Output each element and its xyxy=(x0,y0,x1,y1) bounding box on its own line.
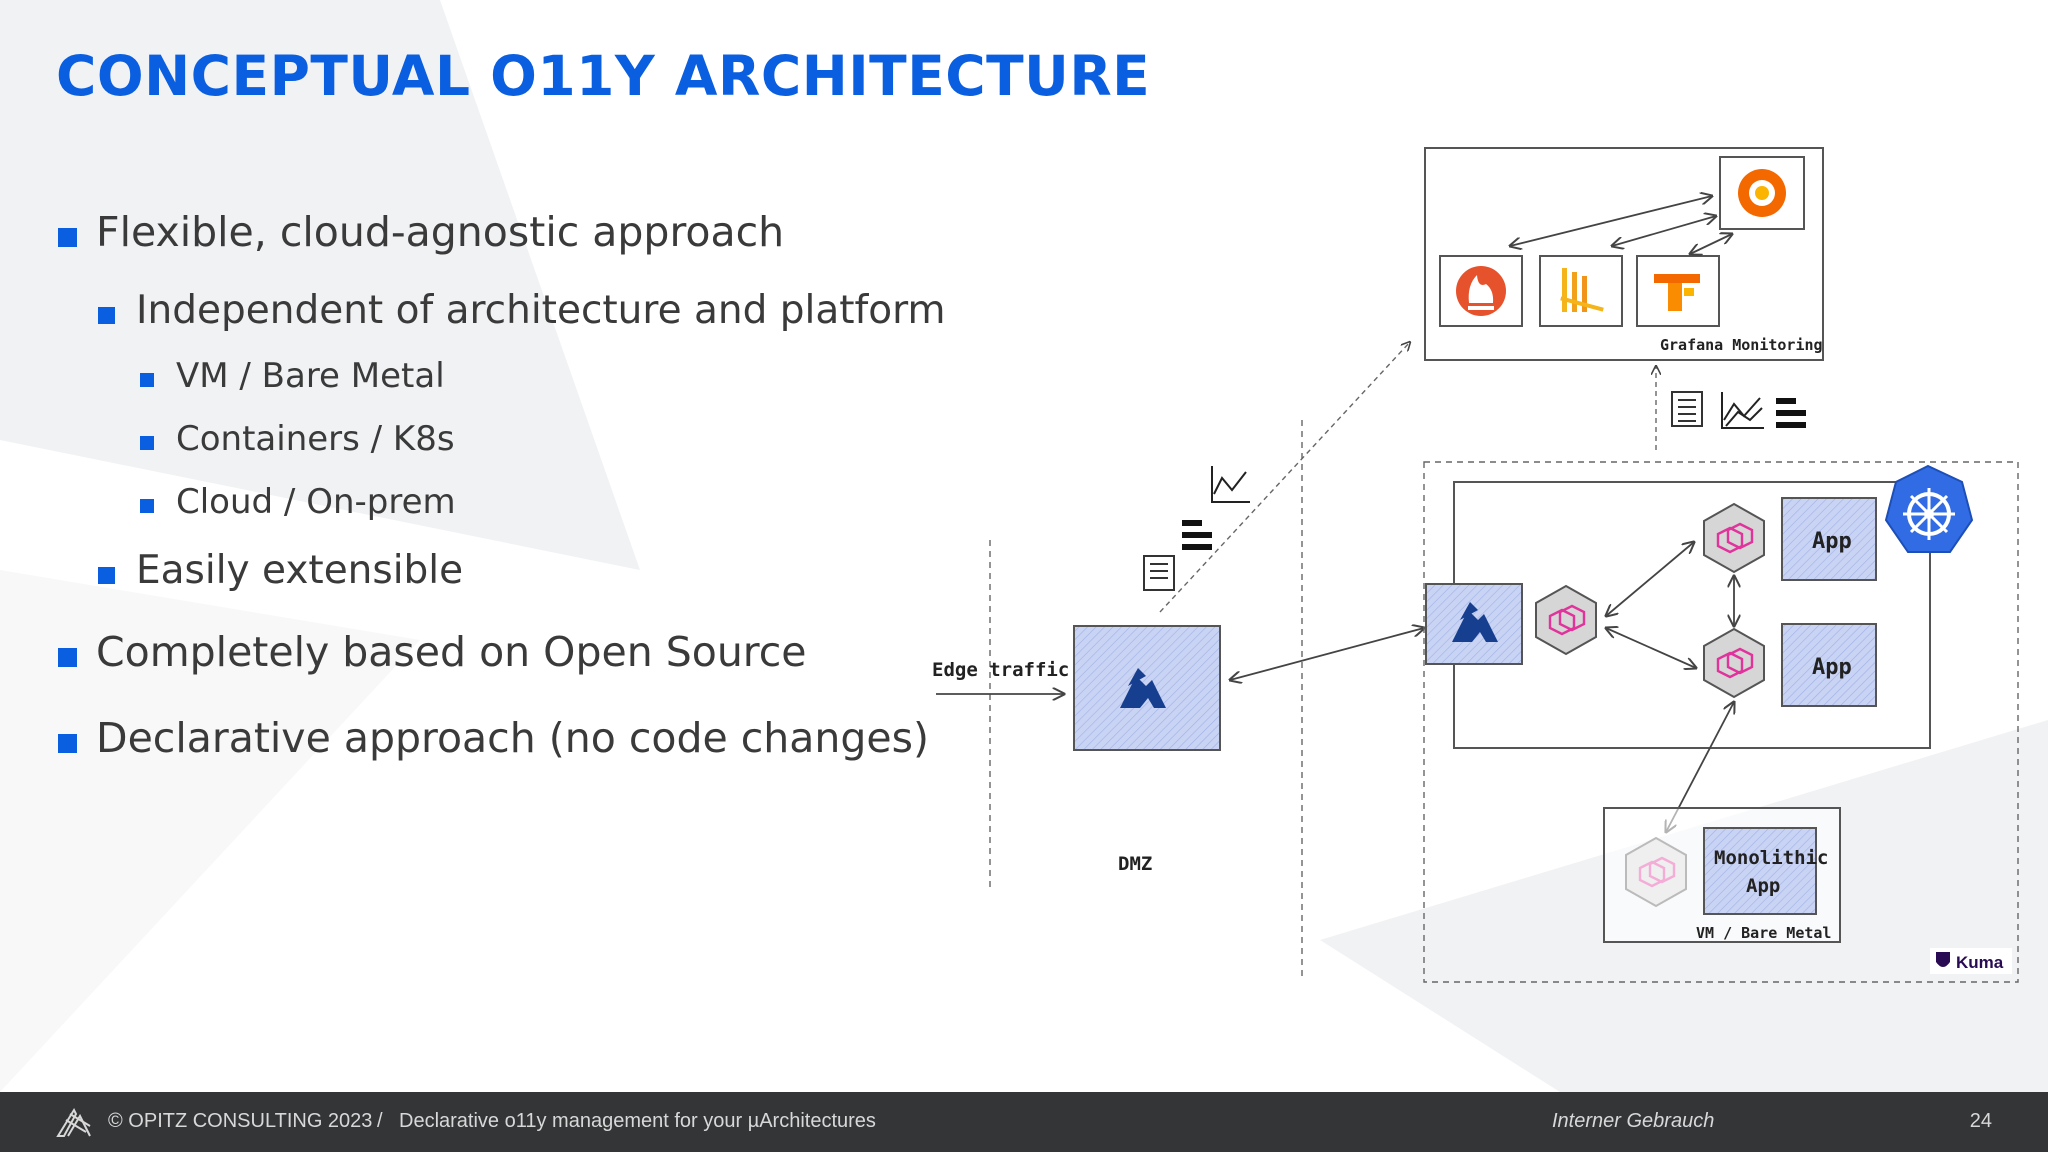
dmz-label: DMZ xyxy=(1118,853,1152,875)
bullet-marker xyxy=(98,307,115,324)
vm-bare-metal-box: Monolithic App VM / Bare Metal xyxy=(1603,807,1841,943)
traces-icon xyxy=(1182,520,1212,550)
bullet-marker xyxy=(140,499,154,513)
bullet-text: Containers / K8s xyxy=(176,419,455,459)
bullet-vm: VM / Bare Metal xyxy=(140,356,445,396)
bullet-text: Cloud / On-prem xyxy=(176,482,456,522)
bullet-text: Completely based on Open Source xyxy=(96,628,807,676)
kuma-icon: Kuma xyxy=(1930,948,2012,974)
svg-text:App: App xyxy=(1812,655,1852,680)
bullet-text: Flexible, cloud-agnostic approach xyxy=(96,208,785,256)
loki-icon xyxy=(1539,255,1623,327)
grafana-label: Grafana Monitoring xyxy=(1660,336,1823,354)
bullet-marker xyxy=(58,648,77,667)
dmz-gateway-box xyxy=(1073,625,1221,751)
bullet-independent: Independent of architecture and platform xyxy=(98,288,945,333)
metrics-chart-icon xyxy=(1721,392,1764,429)
monolithic-app-label: App xyxy=(1746,875,1780,897)
svg-text:Kuma: Kuma xyxy=(1956,953,2004,972)
grafana-monitoring-box: Grafana Monitoring xyxy=(1424,147,1824,361)
document-icon xyxy=(1143,555,1175,591)
monolithic-app-label: Monolithic xyxy=(1714,847,1828,869)
bullet-text: Easily extensible xyxy=(136,548,464,593)
grafana-icon xyxy=(1719,156,1805,230)
bullet-text: Declarative approach (no code changes) xyxy=(96,714,929,762)
edge-traffic-label: Edge traffic xyxy=(932,659,1069,681)
bullet-marker xyxy=(98,567,115,584)
bullet-extensible: Easily extensible xyxy=(98,548,463,593)
bullet-marker xyxy=(140,436,154,450)
bullet-cloud: Cloud / On-prem xyxy=(140,482,456,522)
footer-talk-title: Declarative o11y management for your µAr… xyxy=(399,1110,876,1132)
footer-copyright: © OPITZ CONSULTING 2023 xyxy=(108,1110,373,1132)
bullet-marker xyxy=(58,228,77,247)
bullet-text: VM / Bare Metal xyxy=(176,356,445,396)
architecture-diagram: Grafana Monitoring Edge xyxy=(932,147,2019,983)
vm-label: VM / Bare Metal xyxy=(1696,924,1831,942)
app-box-2: App xyxy=(1781,623,1877,707)
bullet-marker xyxy=(140,373,154,387)
bullet-marker xyxy=(58,734,77,753)
bullet-open-source: Completely based on Open Source xyxy=(58,628,807,676)
bullet-text: Independent of architecture and platform xyxy=(136,288,946,333)
cluster-gateway-box xyxy=(1425,583,1523,665)
bullet-declarative: Declarative approach (no code changes) xyxy=(58,714,929,762)
kuma-mesh-boundary xyxy=(1423,461,2019,983)
page-number: 24 xyxy=(1969,1110,1992,1132)
prometheus-icon xyxy=(1439,255,1523,327)
bullet-containers: Containers / K8s xyxy=(140,419,455,459)
metrics-chart-icon xyxy=(1211,466,1250,503)
document-icon xyxy=(1671,391,1703,427)
page-title: CONCEPTUAL O11Y ARCHITECTURE xyxy=(56,44,1151,108)
opitz-logo xyxy=(56,1107,91,1137)
footer-separator: / xyxy=(377,1110,383,1132)
bullet-flexible: Flexible, cloud-agnostic approach xyxy=(58,208,784,256)
footer-classification: Interner Gebrauch xyxy=(1552,1110,1715,1132)
app-box-1: App xyxy=(1781,497,1877,581)
svg-text:App: App xyxy=(1812,529,1852,554)
kubernetes-icon xyxy=(1884,464,1974,553)
footer: © OPITZ CONSULTING 2023 / Declarative o1… xyxy=(0,1092,2048,1152)
tempo-icon xyxy=(1636,255,1720,327)
traces-icon xyxy=(1776,398,1806,428)
